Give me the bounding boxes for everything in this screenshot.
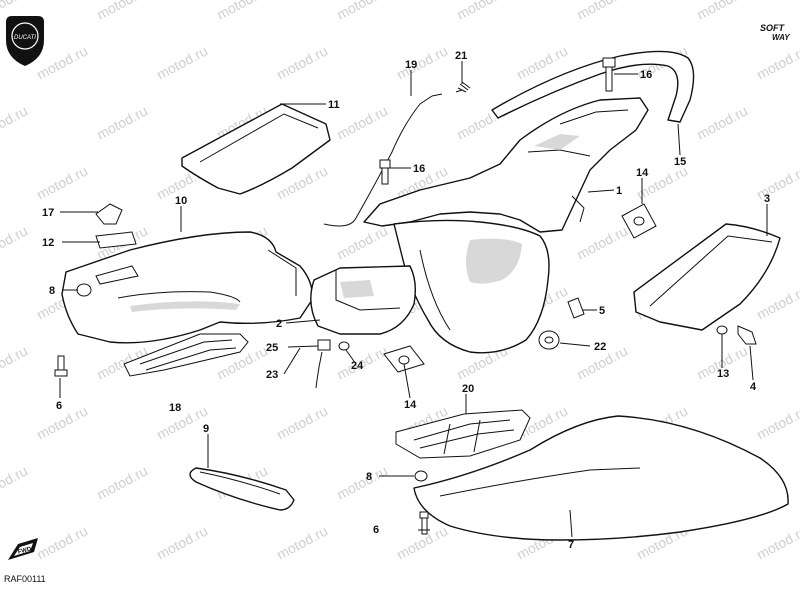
ducati-logo: DUCATI: [6, 16, 44, 66]
callout-c10: 10: [175, 195, 187, 207]
part-19-cable: [323, 93, 443, 227]
part-6-screw-left: [54, 355, 68, 377]
part-8-grommet-left: [76, 283, 92, 297]
watermark-text: motod.ru: [334, 463, 390, 503]
watermark-text: motod.ru: [754, 43, 800, 83]
watermark-text: motod.ru: [34, 523, 90, 563]
part-16-bolt-top: [602, 57, 616, 92]
callout-c3: 3: [764, 193, 770, 205]
callout-c14a: 14: [636, 167, 649, 179]
softway-logo: SOFT WAY: [760, 23, 790, 42]
watermark-text: motod.ru: [154, 43, 210, 83]
callout-c16b: 16: [413, 163, 425, 175]
watermark-text: motod.ru: [0, 223, 30, 263]
callout-c15: 15: [674, 156, 686, 168]
watermark-text: motod.ru: [0, 343, 30, 383]
part-25-clamp: [317, 339, 331, 351]
leader-lines: [59, 61, 768, 538]
part-9-strap: [189, 467, 295, 511]
callout-c25: 25: [266, 342, 278, 354]
callout-c24: 24: [351, 360, 364, 372]
part-6-screw-lower: [419, 511, 429, 535]
watermark-text: motod.ru: [334, 223, 390, 263]
part-14-gasket-lower: [383, 345, 425, 373]
watermark-text: motod.ru: [154, 523, 210, 563]
callout-c12: 12: [42, 237, 54, 249]
part-16-bolt-mid: [379, 159, 391, 185]
watermark-text: motod.ru: [214, 0, 270, 23]
watermark-text: motod.ru: [694, 103, 750, 143]
watermark-text: motod.ru: [334, 103, 390, 143]
part-11-plate: [181, 103, 331, 195]
watermark-text: motod.ru: [0, 103, 30, 143]
watermark-text: motod.ru: [574, 223, 630, 263]
callout-c5: 5: [599, 305, 605, 317]
callout-labels: 1234566788910111213141415161617181920212…: [42, 50, 770, 551]
part-18-grid: [123, 333, 249, 377]
softway-logo-line1: SOFT: [760, 23, 786, 33]
watermark-text: motod.ru: [394, 43, 450, 83]
part-2-cover: [310, 265, 417, 335]
part-22-grommet: [538, 330, 560, 350]
diagram-code: RAF00111: [4, 574, 46, 584]
watermark-text: motod.ru: [274, 43, 330, 83]
part-1-lower-shell: [393, 219, 550, 354]
watermark-text: motod.ru: [694, 0, 750, 23]
callout-c23: 23: [266, 369, 278, 381]
callout-c1: 1: [616, 185, 622, 197]
part-23-hose: [315, 351, 323, 389]
part-17-latch: [95, 203, 137, 249]
callout-c2: 2: [276, 318, 282, 330]
callout-c13: 13: [717, 368, 729, 380]
callout-c6b: 6: [373, 524, 379, 536]
watermark-text: motod.ru: [754, 283, 800, 323]
watermark-text: motod.ru: [154, 403, 210, 443]
part-4-screw: [737, 325, 757, 345]
part-3-side-panel: [633, 223, 781, 331]
part-7-seat: [413, 415, 789, 541]
softway-logo-line2: WAY: [772, 33, 790, 42]
callout-c18: 18: [169, 402, 181, 414]
callout-c8b: 8: [366, 471, 372, 483]
part-24-nut: [338, 341, 350, 351]
ducati-logo-text: DUCATI: [14, 35, 36, 41]
watermark-text: motod.ru: [454, 0, 510, 23]
callout-c16a: 16: [640, 69, 652, 81]
callout-c22: 22: [594, 341, 606, 353]
watermark-text: motod.ru: [754, 403, 800, 443]
callout-c19: 19: [405, 59, 417, 71]
callout-c17: 17: [42, 207, 54, 219]
part-13-washer: [716, 325, 728, 335]
callout-c14b: 14: [404, 399, 417, 411]
watermark-text: motod.ru: [754, 163, 800, 203]
callout-c8a: 8: [49, 285, 55, 297]
part-10-tail-panel: [61, 231, 313, 344]
callout-c7: 7: [568, 539, 574, 551]
watermark-text: motod.ru: [0, 463, 30, 503]
watermark-text: motod.ru: [274, 523, 330, 563]
part-14-gasket-upper: [621, 203, 657, 239]
watermark-text: motod.ru: [94, 103, 150, 143]
callout-c20: 20: [462, 383, 474, 395]
callout-c6a: 6: [56, 400, 62, 412]
watermark-text: motod.ru: [574, 0, 630, 23]
part-1-subframe: [363, 97, 649, 233]
fwd-label: FWD: [17, 546, 32, 556]
part-20-grid-rail: [395, 409, 531, 459]
callout-c4: 4: [750, 381, 757, 393]
watermark-text: motod.ru: [94, 0, 150, 23]
callout-c21: 21: [455, 50, 467, 62]
watermark-text: motod.ru: [754, 523, 800, 563]
watermark-text: motod.ru: [274, 403, 330, 443]
part-8-grommet-lower: [414, 470, 428, 482]
part-5-clip: [567, 297, 585, 319]
watermark-text: motod.ru: [94, 463, 150, 503]
part-21-spring: [455, 81, 471, 93]
watermark-text: motod.ru: [334, 0, 390, 23]
watermark-text: motod.ru: [34, 163, 90, 203]
fwd-arrow-icon: FWD: [8, 538, 38, 560]
callout-c9: 9: [203, 423, 209, 435]
callout-c11: 11: [328, 99, 340, 111]
